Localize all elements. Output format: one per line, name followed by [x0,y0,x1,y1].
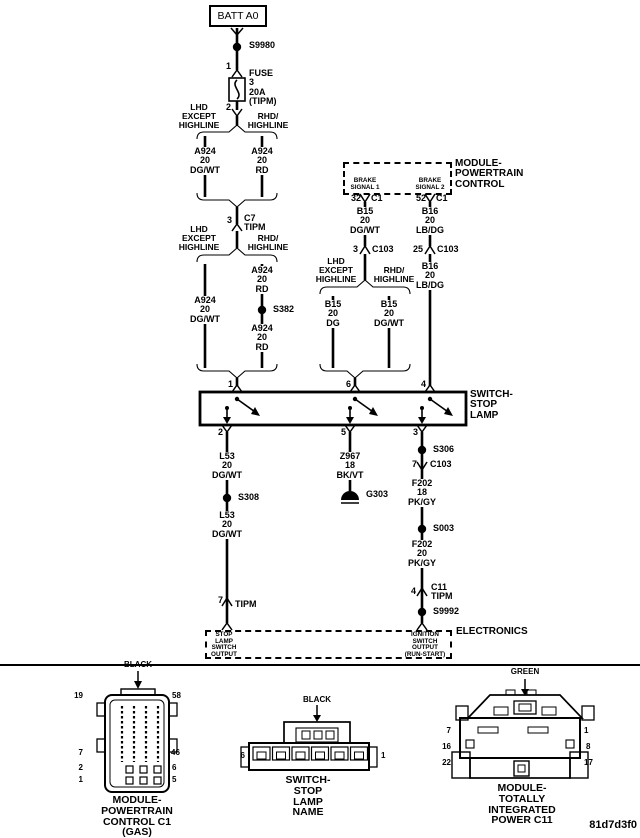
wire-b15-dgwt-1: B15 20 DG/WT [349,206,381,236]
variant-rhd-2: RHD/ HIGHLINE [247,233,289,252]
connector-right-color: GREEN [510,667,540,676]
wire-b15-dg: B15 20 DG [323,299,343,329]
wire-a924-dgwt-2: A924 20 DG/WT [189,295,221,325]
tipm-pin-22-label: 22 [442,758,451,767]
splice-s306-label: S306 [433,444,455,454]
pin-58: 58 [172,691,181,700]
wire-f202-18: F202 18 PK/GY [406,478,438,508]
pin-6: 6 [172,763,177,772]
powertrain-control-module-box [343,162,452,195]
switch-pin-4: 4 [420,379,426,389]
variant-rhd-3: RHD/ HIGHLINE [373,265,415,284]
splice-s9980-label: S9980 [249,40,276,50]
wire-l53-2: L53 20 DG/WT [211,510,243,540]
stop-lamp-switch-box [198,390,468,427]
fuse-pin-top: 1 [225,61,231,71]
switch-conn-pin-1: 1 [381,751,386,760]
tipm-pin-8-label: 8 [586,742,591,751]
pin-46: 46 [171,748,180,757]
wire-a924-rd-3: A924 20 RD [250,323,274,353]
c7-label: C7 TIPM [244,213,266,233]
connector-mid-caption: SWITCH- STOP LAMP NAME [285,774,331,819]
splice-s308-label: S308 [238,492,260,502]
pcm-conn-c1-right: C1 [436,193,448,203]
pin-19: 19 [74,691,83,700]
variant-rhd-1: RHD/ HIGHLINE [247,111,289,130]
pcm-brake-signal-2: BRAKE SIGNAL 2 [415,177,445,191]
tipm-pin-17-label: 17 [584,758,593,767]
c103-label-right: C103 [437,244,459,254]
connector-drawing-pcm-c1 [96,671,178,793]
c103-pin-3: 3 [352,244,358,254]
electronics-left-pin-label: STOP LAMP SWITCH OUTPUT [211,631,237,658]
connector-drawing-tipm-c11 [451,679,595,779]
c11-pin-4: 4 [410,586,416,596]
c103-label-lower: C103 [430,459,452,469]
wire-a924-rd-1: A924 20 RD [250,146,274,176]
wire-a924-rd-2: A924 20 RD [250,265,274,295]
switch-conn-pin-6: 6 [240,751,245,760]
ground-symbol [341,491,359,504]
wire-l53-1: L53 20 DG/WT [211,451,243,481]
battery-box: BATT A0 [209,5,267,27]
wire-b15-dgwt-2: B15 20 DG/WT [373,299,405,329]
splice-s003-label: S003 [433,523,455,533]
pin-5: 5 [172,775,177,784]
pin-2: 2 [78,763,83,772]
variant-lhd-1: LHD EXCEPT HIGHLINE [178,102,220,130]
fuse-pin-bottom: 2 [225,102,231,112]
tipm-pin-7: 7 [217,595,223,605]
c7-pin: 3 [226,215,232,225]
tipm-pin-16-label: 16 [442,742,451,751]
pcm-title: MODULE- POWERTRAIN CONTROL [455,158,524,190]
c103-label-left: C103 [372,244,394,254]
c103-pin-7: 7 [411,459,417,469]
switch-pin-3: 3 [412,427,418,437]
diagram-code: 81d7d3f0 [589,819,637,831]
variant-lhd-2: LHD EXCEPT HIGHLINE [178,224,220,252]
electronics-module-box [205,630,452,659]
ground-g303-label: G303 [366,489,389,499]
tipm-pin-7-label: 7 [446,726,451,735]
switch-pin-6: 6 [345,379,351,389]
splice-s9992-label: S9992 [433,606,460,616]
tipm-pin-1-label: 1 [584,726,589,735]
fuse-symbol [228,77,246,102]
c11-label: C11 TIPM [431,582,453,602]
c103-pin-25: 25 [412,244,423,254]
electronics-title: ELECTRONICS [456,626,528,637]
switch-box-title: SWITCH- STOP LAMP [470,389,513,421]
switch-pin-2: 2 [217,427,223,437]
pcm-pin-32: 32 [350,193,361,203]
wire-f202-20: F202 20 PK/GY [406,539,438,569]
pin-1: 1 [78,775,83,784]
splice-dots [222,42,427,617]
tipm-label: TIPM [235,599,257,609]
harness-braces [196,124,411,379]
switch-pin-5: 5 [340,427,346,437]
connector-left-caption: MODULE- POWERTRAIN CONTROL C1 (GAS) [101,794,173,838]
connector-mid-color: BLACK [303,695,331,704]
connector-right-caption: MODULE- TOTALLY INTEGRATED POWER C11 [488,782,556,827]
electronics-right-pin-label: IGNITION SWITCH OUTPUT (RUN-START) [404,631,446,658]
switch-pin-1: 1 [227,379,233,389]
wire-b16-lbdg-1: B16 20 LB/DG [415,206,445,236]
wire-z967: Z967 18 BK/VT [335,451,365,481]
pin-7-left: 7 [78,748,83,757]
connector-drawing-stop-lamp-switch [240,705,378,771]
fuse-label: FUSE 3 20A (TIPM) [249,68,277,107]
pin-arrows [221,27,436,631]
wire-a924-dgwt-1: A924 20 DG/WT [189,146,221,176]
variant-lhd-3: LHD EXCEPT HIGHLINE [315,256,357,284]
battery-label: BATT A0 [217,9,259,22]
splice-s382-label: S382 [273,304,295,314]
pcm-pin-52: 52 [415,193,426,203]
pcm-conn-c1-left: C1 [371,193,383,203]
wire-b16-lbdg-2: B16 20 LB/DG [415,261,445,291]
connector-left-color: BLACK [124,660,152,669]
pcm-brake-signal-1: BRAKE SIGNAL 1 [350,177,380,191]
